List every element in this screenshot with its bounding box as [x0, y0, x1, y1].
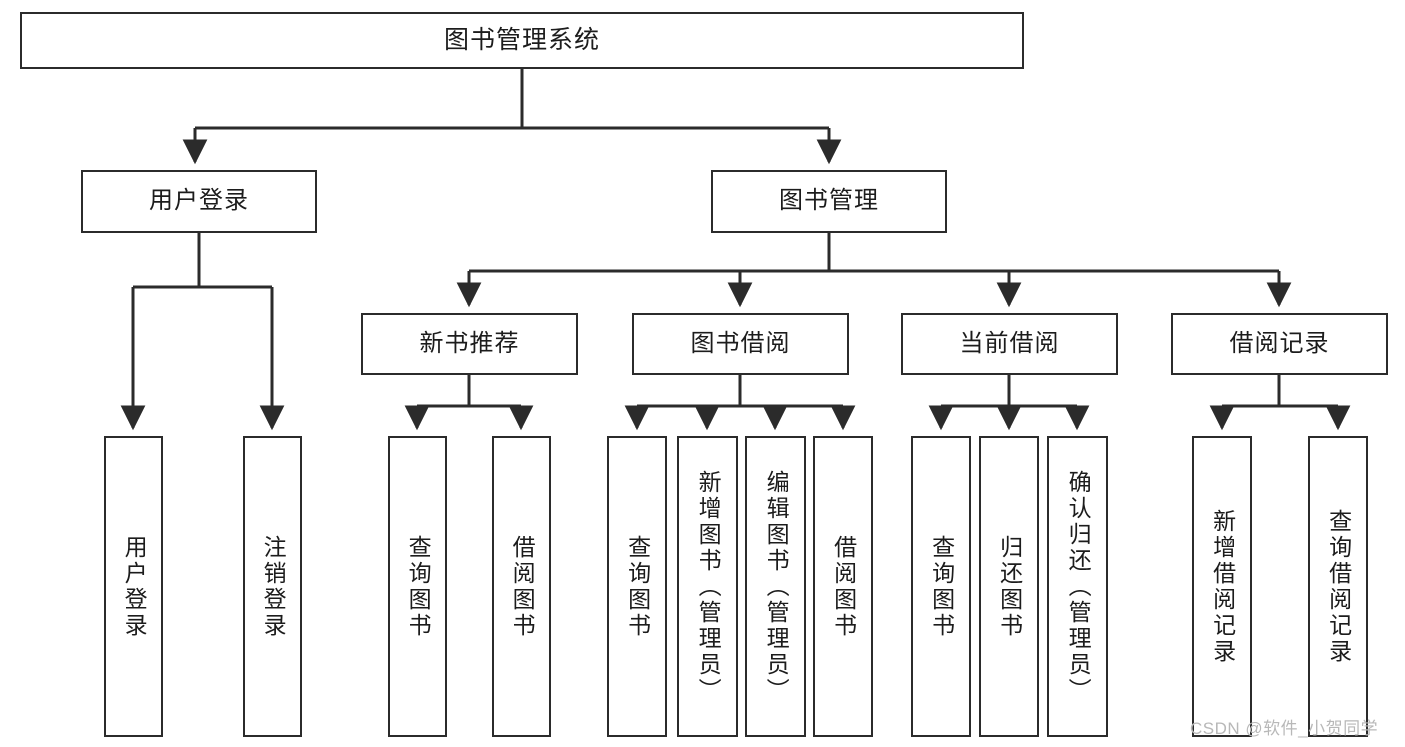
node-leaf-borrow-book-2-label: 借阅图书 [830, 534, 857, 639]
node-leaf-borrow-book-1-label: 借阅图书 [509, 534, 536, 639]
node-leaf-confirm-return-label: 确认归还（管理员） [1065, 469, 1092, 704]
node-leaf-borrow-book-1[interactable]: 借阅图书 [492, 436, 551, 737]
node-leaf-query-record[interactable]: 查询借阅记录 [1308, 436, 1368, 737]
node-new-book-recommend-label: 新书推荐 [419, 329, 520, 357]
node-book-borrow[interactable]: 图书借阅 [632, 313, 849, 375]
node-book-manage-label: 图书管理 [779, 187, 879, 215]
node-root[interactable]: 图书管理系统 [20, 12, 1024, 69]
node-leaf-query-record-label: 查询借阅记录 [1325, 508, 1352, 665]
node-user-login-label: 用户登录 [149, 187, 249, 215]
node-leaf-user-login[interactable]: 用户登录 [104, 436, 163, 737]
node-leaf-user-login-label: 用户登录 [121, 534, 148, 639]
node-leaf-return-book-label: 归还图书 [996, 534, 1023, 639]
node-root-label: 图书管理系统 [443, 25, 600, 54]
node-leaf-return-book[interactable]: 归还图书 [979, 436, 1039, 737]
node-leaf-query-book-1[interactable]: 查询图书 [388, 436, 447, 737]
node-leaf-edit-book[interactable]: 编辑图书（管理员） [745, 436, 806, 737]
node-leaf-query-book-2-label: 查询图书 [624, 534, 651, 639]
csdn-watermark: CSDN @软件_小贺同学 [1190, 719, 1379, 738]
node-current-borrow[interactable]: 当前借阅 [901, 313, 1118, 375]
node-leaf-query-book-3-label: 查询图书 [928, 534, 955, 639]
node-leaf-add-record-label: 新增借阅记录 [1209, 508, 1236, 665]
node-leaf-add-book[interactable]: 新增图书（管理员） [677, 436, 738, 737]
node-leaf-logout[interactable]: 注销登录 [243, 436, 302, 737]
node-leaf-logout-label: 注销登录 [260, 534, 287, 639]
node-leaf-borrow-book-2[interactable]: 借阅图书 [813, 436, 873, 737]
node-book-manage[interactable]: 图书管理 [711, 170, 947, 233]
node-leaf-add-book-label: 新增图书（管理员） [695, 469, 722, 704]
node-leaf-query-book-1-label: 查询图书 [405, 534, 432, 639]
node-leaf-edit-book-label: 编辑图书（管理员） [763, 469, 790, 704]
node-borrow-record-label: 借阅记录 [1229, 329, 1330, 357]
node-current-borrow-label: 当前借阅 [959, 329, 1060, 357]
node-new-book-recommend[interactable]: 新书推荐 [361, 313, 578, 375]
node-borrow-record[interactable]: 借阅记录 [1171, 313, 1388, 375]
node-leaf-add-record[interactable]: 新增借阅记录 [1192, 436, 1252, 737]
node-leaf-query-book-3[interactable]: 查询图书 [911, 436, 971, 737]
node-leaf-confirm-return[interactable]: 确认归还（管理员） [1047, 436, 1108, 737]
node-book-borrow-label: 图书借阅 [690, 329, 791, 357]
node-leaf-query-book-2[interactable]: 查询图书 [607, 436, 667, 737]
node-user-login[interactable]: 用户登录 [81, 170, 317, 233]
